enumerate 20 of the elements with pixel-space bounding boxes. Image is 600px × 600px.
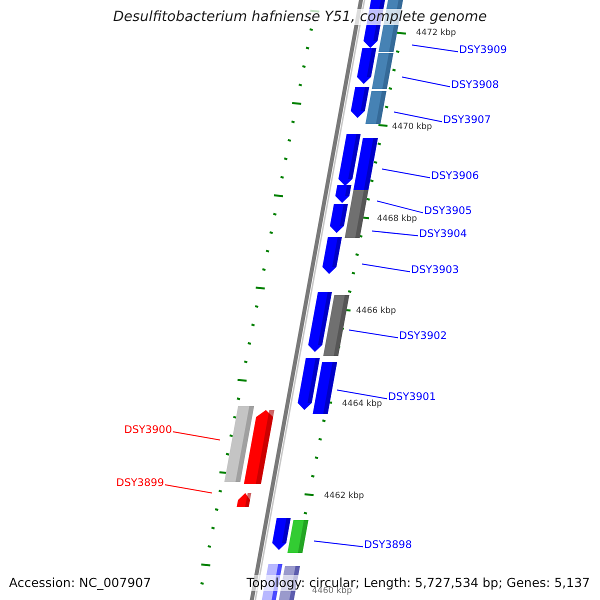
scale-label: 4466 kbp <box>356 306 396 316</box>
gene-label: DSY3905 <box>424 205 472 217</box>
gene-label: DSY3903 <box>411 264 459 276</box>
gene-label: DSY3901 <box>388 391 436 403</box>
scale-label: 4464 kbp <box>342 399 382 409</box>
gene-label: DSY3902 <box>399 330 447 342</box>
gene-label: DSY3898 <box>364 539 412 551</box>
gene-label: DSY3909 <box>459 44 507 56</box>
scale-label: 4460 kbp <box>312 586 352 596</box>
scale-label: 4470 kbp <box>392 122 432 132</box>
scale-label: 4472 kbp <box>416 28 456 38</box>
scale-label: 4462 kbp <box>324 491 364 501</box>
gene-label: DSY3899 <box>116 477 164 489</box>
gene-label: DSY3906 <box>431 170 479 182</box>
scale-label: 4468 kbp <box>377 214 418 224</box>
gene-label: DSY3900 <box>124 424 172 436</box>
gene-label: DSY3907 <box>443 114 491 126</box>
accession-note: Accession: NC_007907 <box>9 575 152 591</box>
gene-label: DSY3908 <box>451 79 499 91</box>
gene-label: DSY3904 <box>419 228 467 240</box>
